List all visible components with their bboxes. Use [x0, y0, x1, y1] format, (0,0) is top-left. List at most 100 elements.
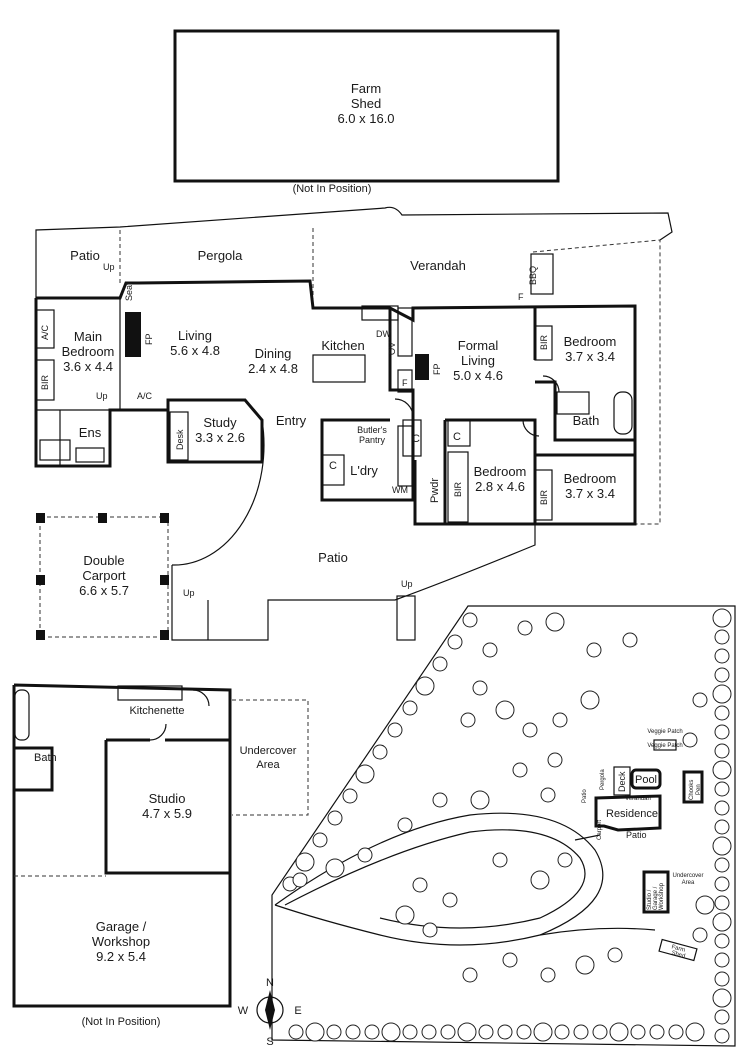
- formal-living-label-1: Formal: [458, 338, 499, 353]
- site-pergola-label: Pergola: [600, 769, 606, 790]
- verandah-label: Verandah: [410, 258, 466, 273]
- garage-bath-label: Bath: [34, 752, 57, 764]
- site-boundary: [271, 605, 736, 1047]
- tree-mark: [557, 852, 573, 868]
- bir-label-4: BIR: [539, 489, 549, 505]
- compass-e: E: [294, 1005, 301, 1017]
- tree-mark: [462, 612, 478, 628]
- tree-mark: [447, 634, 463, 650]
- tree-mark: [415, 676, 435, 696]
- shed-label-1: Farm: [351, 81, 381, 96]
- compass-n: N: [266, 977, 274, 989]
- studio-label: Studio: [149, 791, 186, 806]
- tree-mark: [288, 1024, 304, 1040]
- farm-shed: Farm Shed 6.0 x 16.0 (Not In Position): [173, 29, 560, 195]
- tree-mark: [326, 1024, 342, 1040]
- ensuite-label: Ens: [79, 425, 102, 440]
- compass-s: S: [266, 1036, 273, 1048]
- tree-mark: [592, 1024, 608, 1040]
- fp-label-2: FP: [432, 363, 442, 375]
- tree-mark: [712, 684, 732, 704]
- driveway-loop: [274, 812, 604, 946]
- garage-dims: 9.2 x 5.4: [96, 949, 146, 964]
- veggie-patch-label-2: Veggie Patch: [647, 743, 682, 749]
- tree-mark: [292, 872, 308, 888]
- butler-label-1: Butler's: [357, 425, 387, 435]
- site-studio-label-2: Garage /: [653, 886, 659, 910]
- tree-mark: [470, 790, 490, 810]
- c-label-1: C: [412, 433, 420, 445]
- tree-mark: [586, 642, 602, 658]
- tree-mark: [402, 700, 418, 716]
- formal-living-label-2: Living: [461, 353, 495, 368]
- bedroom-mid-dims: 2.8 x 4.6: [475, 479, 525, 494]
- kitchenette-label: Kitchenette: [129, 705, 184, 717]
- f-label-1: F: [402, 378, 408, 388]
- tree-mark: [495, 700, 515, 720]
- tree-mark: [685, 1022, 705, 1042]
- bedroom-br-label: Bedroom: [564, 471, 617, 486]
- entry-label: Entry: [276, 413, 307, 428]
- main-bedroom-label-2: Bedroom: [62, 344, 115, 359]
- compass-w: W: [238, 1005, 249, 1017]
- site-chooks-label-2: Pen: [696, 784, 702, 795]
- tree-mark: [540, 967, 556, 983]
- tree-mark: [402, 1024, 418, 1040]
- bedroom-mid-label: Bedroom: [474, 464, 527, 479]
- tree-mark: [381, 1022, 401, 1042]
- site-studio-label-1: Studio /: [647, 889, 653, 910]
- tree-mark: [305, 1022, 325, 1042]
- veggie-patch-label-1: Veggie Patch: [647, 729, 682, 735]
- garage-note: (Not In Position): [82, 1016, 161, 1028]
- ac-label-2: A/C: [137, 391, 153, 401]
- tree-mark: [327, 810, 343, 826]
- tree-mark: [714, 819, 730, 835]
- tree-mark: [712, 912, 732, 932]
- tree-mark: [714, 781, 730, 797]
- tree-mark: [432, 792, 448, 808]
- tree-mark: [325, 858, 345, 878]
- tree-mark: [462, 967, 478, 983]
- tree-mark: [714, 1028, 730, 1044]
- ac-label-1: A/C: [40, 324, 50, 340]
- driveway-branch: [539, 834, 656, 936]
- tree-mark: [357, 847, 373, 863]
- tree-mark: [540, 787, 556, 803]
- tree-mark: [295, 852, 315, 872]
- tree-mark: [364, 1024, 380, 1040]
- shed-label-2: Shed: [351, 96, 381, 111]
- tree-mark: [714, 648, 730, 664]
- wm-label: WM: [392, 485, 408, 495]
- tree-mark: [630, 1024, 646, 1040]
- tree-mark: [714, 667, 730, 683]
- tree-mark: [397, 817, 413, 833]
- tree-mark: [573, 1024, 589, 1040]
- tree-mark: [554, 1024, 570, 1040]
- bath-label: Bath: [573, 413, 600, 428]
- tree-mark: [482, 642, 498, 658]
- house-walls: [34, 279, 637, 566]
- tree-mark: [440, 1024, 456, 1040]
- tree-mark: [457, 1022, 477, 1042]
- house-outdoor: BBQ Patio Up Pergola Verandah: [35, 206, 673, 525]
- tree-mark: [714, 800, 730, 816]
- tree-mark: [516, 1024, 532, 1040]
- tree-mark: [497, 1024, 513, 1040]
- tree-mark: [712, 836, 732, 856]
- bbq-unit: [530, 253, 554, 295]
- powder-label: Pwdr: [429, 478, 441, 503]
- f-label-2: F: [518, 292, 524, 302]
- carport-label-1: Double: [83, 553, 124, 568]
- site-plan: Veggie Patch Veggie Patch Deck Pool Vera…: [271, 605, 736, 1047]
- tree-mark: [712, 760, 732, 780]
- site-trees: [282, 608, 732, 1044]
- living-label: Living: [178, 328, 212, 343]
- tree-mark: [421, 1024, 437, 1040]
- desk-label: Desk: [175, 429, 185, 450]
- carport-dims: 6.6 x 5.7: [79, 583, 129, 598]
- up-label-3: Up: [183, 588, 195, 598]
- shed-dims: 6.0 x 16.0: [337, 111, 394, 126]
- tree-mark: [714, 971, 730, 987]
- c-label-3: C: [453, 431, 461, 443]
- c-label-2: C: [329, 460, 337, 472]
